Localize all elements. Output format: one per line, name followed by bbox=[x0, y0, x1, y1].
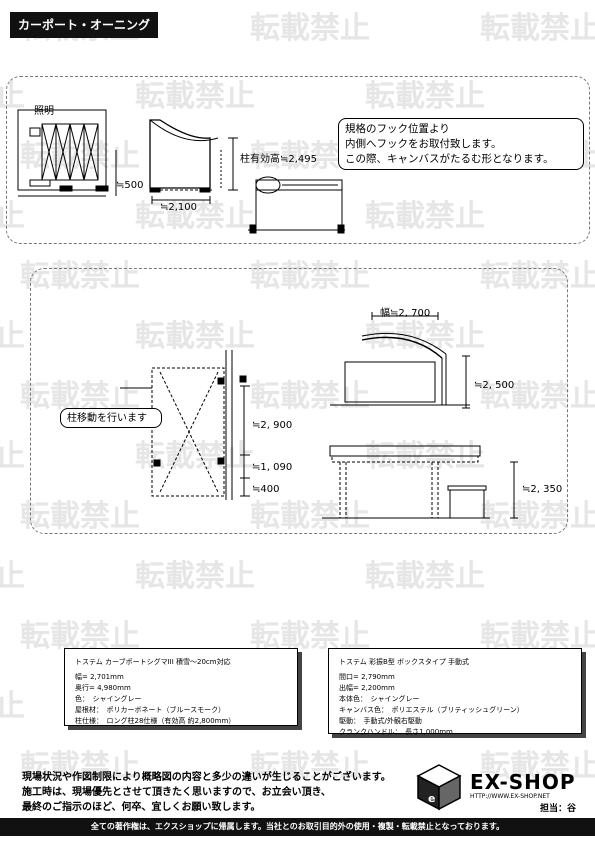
dim-2900: ≒2, 900 bbox=[252, 420, 293, 431]
note-line: 最終のご指示のほど、何卒、宜しくお願い致します。 bbox=[22, 802, 261, 813]
spec-line: 色： シャイングレー bbox=[75, 695, 142, 703]
hook-note-callout: 規格のフック位置より 内側へフックをお取付致します。 この際、キャンバスがたるむ… bbox=[338, 118, 584, 170]
spec-line: クランクハンドル： 長さ1,000mm bbox=[339, 728, 453, 736]
watermark-text: 転載禁止 bbox=[365, 559, 485, 594]
spec-line: 間口= 2,790mm bbox=[339, 673, 395, 681]
copyright-footer: 全ての著作権は、エクスショップに帰属します。当社とのお取引目的外の使用・複製・転… bbox=[0, 818, 595, 836]
note-line: 現場状況や作図制限により概略図の内容と多少の違いが生じることがございます。 bbox=[22, 772, 391, 783]
spec-title: トステム カーブポートシグマIII 積雪～20cm対応 bbox=[75, 658, 231, 666]
dim-width-2700: 幅≒2, 700 bbox=[380, 308, 431, 319]
dim-2350: ≒2, 350 bbox=[522, 484, 563, 495]
dim-1090: ≒1, 090 bbox=[252, 462, 293, 473]
dim-post-height: 柱有効高≒2,495 bbox=[240, 154, 318, 165]
dim-400: ≒400 bbox=[252, 484, 280, 495]
spec-line: 屋根材： ポリカーボネート（ブルースモーク） bbox=[75, 706, 226, 714]
watermark-text: 転載禁止 bbox=[0, 689, 25, 724]
spec-line: 本体色： シャイングレー bbox=[339, 695, 420, 703]
section-existing-box bbox=[6, 76, 590, 244]
dim-width-2100: ≒2,100 bbox=[160, 202, 198, 213]
spec-box-awning: トステム 彩振B型 ボックスタイプ 手動式 間口= 2,790mm 出幅= 2,… bbox=[328, 648, 582, 736]
watermark-text: 転載禁止 bbox=[0, 559, 25, 594]
spec-line: 柱仕様： ロング柱28仕様（有効高 約2,800mm） bbox=[75, 717, 236, 725]
logo-name: EX-SHOP bbox=[470, 770, 576, 794]
spec-line: 駆動： 手動式/外観右駆動 bbox=[339, 717, 422, 725]
spec-box-carport: トステム カーブポートシグマIII 積雪～20cm対応 幅= 2,701mm 奥… bbox=[64, 648, 298, 726]
spec-title: トステム 彩振B型 ボックスタイプ 手動式 bbox=[339, 658, 470, 666]
drawing-section2 bbox=[120, 312, 518, 519]
spec-line: 幅= 2,701mm bbox=[75, 673, 124, 681]
post-move-callout: 柱移動を行います bbox=[60, 408, 162, 428]
spec-line: キャンバス色： ポリエステル（ブリティッシュグリーン） bbox=[339, 706, 524, 714]
spec-line: 奥行= 4,980mm bbox=[75, 684, 131, 692]
page-title: カーポート・オーニング bbox=[10, 12, 158, 38]
callout-line: 規格のフック位置より bbox=[345, 123, 450, 135]
logo-url: HTTP://WWW.EX-SHOP.NET bbox=[470, 793, 550, 800]
ex-shop-logo-icon: e bbox=[416, 764, 462, 811]
callout-line: この際、キャンバスがたるむ形となります。 bbox=[345, 153, 554, 165]
light-label: 照明 bbox=[34, 106, 54, 117]
dim-2500: ≒2, 500 bbox=[474, 380, 515, 391]
callout-line: 内側へフックをお取付致します。 bbox=[345, 138, 502, 150]
svg-text:e: e bbox=[428, 792, 435, 805]
staff-label: 担当：谷 bbox=[540, 804, 577, 814]
drawing-section1 bbox=[17, 109, 345, 234]
notes-block: 現場状況や作図制限により概略図の内容と多少の違いが生じることがございます。 施工… bbox=[22, 770, 391, 815]
spec-line: 出幅= 2,200mm bbox=[339, 684, 395, 692]
watermark-text: 転載禁止 bbox=[135, 559, 255, 594]
note-line: 施工時は、現場優先とさせて頂きたく思いますので、お立会い頂き、 bbox=[22, 787, 331, 798]
light-fixture bbox=[29, 127, 41, 137]
dim-height-offset: ≒500 bbox=[116, 180, 144, 191]
section-plan-box bbox=[30, 268, 568, 534]
